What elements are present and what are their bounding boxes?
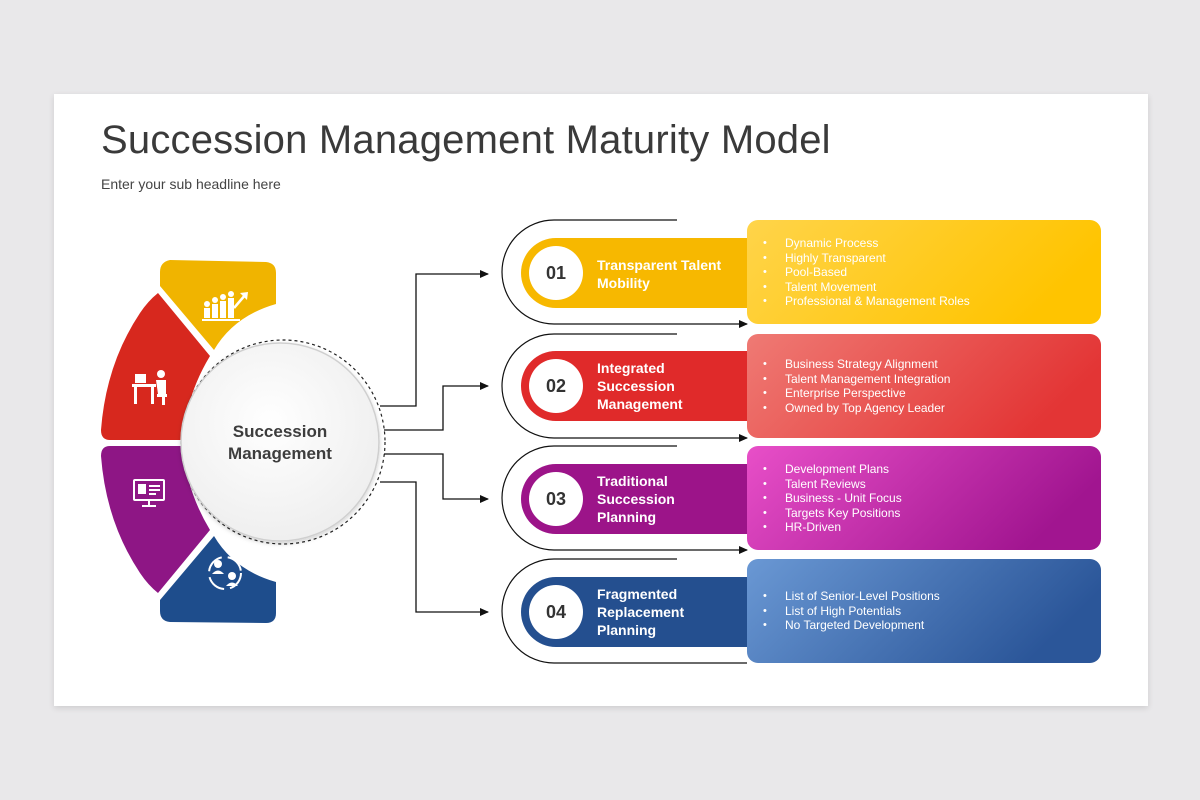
- list-item: Enterprise Perspective: [763, 386, 950, 401]
- list-item: No Targeted Development: [763, 618, 940, 633]
- slide: Succession Management Maturity Model Ent…: [54, 94, 1148, 706]
- connector-4: [380, 481, 489, 616]
- list-item: Targets Key Positions: [763, 506, 902, 521]
- list-item: Professional & Management Roles: [763, 294, 970, 309]
- list-item: List of Senior-Level Positions: [763, 589, 940, 604]
- list-item: HR-Driven: [763, 520, 902, 535]
- hub-label: Succession Management: [228, 422, 332, 463]
- stage-3-pill: [521, 464, 747, 534]
- list-item: Business Strategy Alignment: [763, 357, 950, 372]
- growth-chart-people-icon: [202, 291, 248, 321]
- stage-2-number: 02: [545, 376, 567, 396]
- list-item: Talent Management Integration: [763, 372, 950, 387]
- stage-3-title: Traditional Succession Planning: [597, 473, 675, 525]
- hub-circle: [180, 342, 380, 542]
- list-item: List of High Potentials: [763, 604, 940, 619]
- stage-3-number: 03: [545, 489, 567, 509]
- stage-4-number: 04: [545, 602, 567, 622]
- connector-2: [384, 382, 489, 431]
- monitor-profile-icon: [133, 479, 165, 507]
- stage-3-bullets: Development Plans Talent Reviews Busines…: [763, 462, 902, 535]
- list-item: Owned by Top Agency Leader: [763, 401, 950, 416]
- page-subtitle: Enter your sub headline here: [101, 176, 281, 192]
- list-item: Talent Reviews: [763, 477, 902, 492]
- stage-4-pill: [521, 577, 747, 647]
- stage-1-number: 01: [545, 263, 567, 283]
- stage-4-title: Fragmented Replacement Planning: [597, 586, 685, 638]
- list-item: Pool-Based: [763, 265, 970, 280]
- segment-4: [160, 536, 276, 623]
- stage-1-pill: [521, 238, 747, 308]
- people-cycle-icon: [208, 556, 242, 590]
- list-item: Development Plans: [763, 462, 902, 477]
- connector-1: [380, 270, 489, 407]
- stage-2-title: Integrated Succession Management: [597, 360, 683, 412]
- stage-1-bullets: Dynamic Process Highly Transparent Pool-…: [763, 236, 970, 309]
- person-at-desk-icon: [132, 370, 167, 405]
- list-item: Dynamic Process: [763, 236, 970, 251]
- list-item: Business - Unit Focus: [763, 491, 902, 506]
- stage-2-pill: [521, 351, 747, 421]
- stage-2-bullets: Business Strategy Alignment Talent Manag…: [763, 357, 950, 415]
- stage-4-bullets: List of Senior-Level Positions List of H…: [763, 589, 940, 633]
- page-title: Succession Management Maturity Model: [101, 118, 831, 162]
- connector-3: [384, 453, 489, 503]
- segment-3: [101, 446, 210, 593]
- list-item: Talent Movement: [763, 280, 970, 295]
- segment-2: [101, 293, 210, 440]
- stage-1-title: Transparent Talent Mobility: [597, 257, 722, 291]
- list-item: Highly Transparent: [763, 251, 970, 266]
